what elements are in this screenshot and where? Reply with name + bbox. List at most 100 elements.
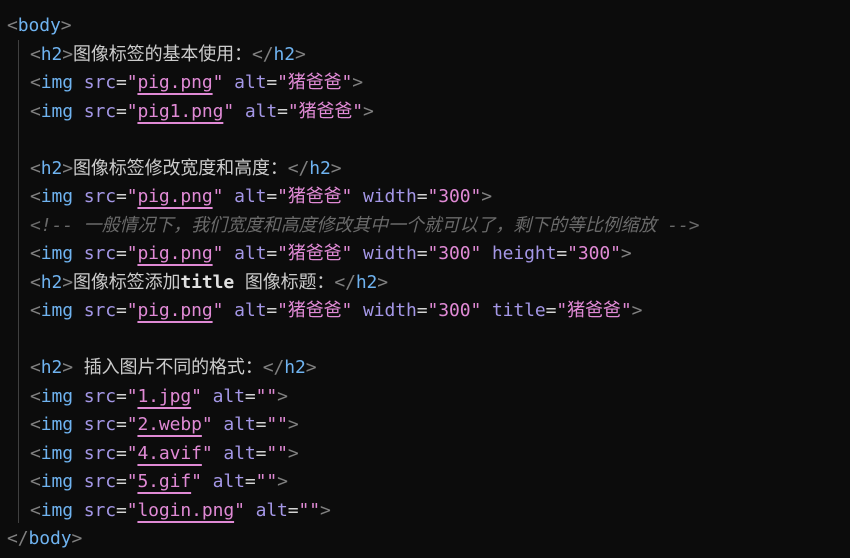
code-line-7[interactable]: <img src="pig.png" alt="猪爸爸" width="300"…	[7, 183, 492, 212]
code-line-8-comment[interactable]: <!-- 一般情况下，我们宽度和高度修改其中一个就可以了，剩下的等比例缩放 --…	[7, 212, 700, 241]
tag-close-bracket: >	[277, 471, 288, 492]
quote: "	[610, 243, 621, 264]
src-link[interactable]: 2.webp	[137, 414, 202, 435]
src-link[interactable]: 1.jpg	[137, 385, 192, 407]
tag-name: body	[28, 528, 72, 549]
alt-value: 猪爸爸	[287, 243, 342, 264]
quote: "	[427, 243, 439, 264]
space	[73, 72, 84, 93]
tag-name: img	[40, 442, 73, 464]
code-line-18[interactable]: <img src="login.png" alt="">	[7, 497, 331, 526]
tag-close-bracket: >	[71, 528, 83, 549]
quote: "	[341, 72, 353, 93]
attr-name: width	[363, 186, 417, 207]
tag-name: h2	[40, 43, 63, 65]
tag-close-bracket: >	[294, 43, 306, 65]
space	[213, 443, 224, 464]
quote: "	[620, 300, 632, 321]
quote: "	[277, 243, 288, 264]
space	[73, 414, 84, 435]
quote: "	[556, 300, 568, 321]
equals: =	[416, 300, 428, 321]
tag-open-bracket: </	[251, 43, 274, 65]
space	[245, 500, 256, 521]
code-line-10[interactable]: <h2>图像标签添加title 图像标题：</h2>	[7, 269, 388, 298]
quote: "	[201, 442, 213, 464]
quote: "	[126, 243, 138, 264]
src-link[interactable]: pig.png	[137, 243, 213, 264]
equals: =	[266, 186, 278, 207]
attr-name: src	[83, 100, 116, 122]
code-line-6[interactable]: <h2>图像标签修改宽度和高度：</h2>	[7, 155, 342, 184]
attr-name: src	[83, 499, 116, 521]
space	[73, 101, 84, 122]
tag-close-bracket: >	[363, 100, 374, 122]
tag-name: img	[40, 499, 73, 521]
src-link[interactable]: pig.png	[137, 300, 213, 321]
code-line-19[interactable]: </body>	[7, 525, 82, 554]
tag-name: h2	[40, 157, 63, 179]
attr-name: alt	[223, 414, 256, 435]
src-link[interactable]: login.png	[137, 499, 235, 521]
space	[73, 186, 84, 207]
code-line-16[interactable]: <img src="4.avif" alt="">	[7, 440, 299, 469]
code-line-14[interactable]: <img src="1.jpg" alt="">	[7, 383, 288, 412]
code-line-12-blank[interactable]	[7, 326, 30, 355]
tag-close-bracket: >	[287, 442, 299, 464]
quote: "	[126, 100, 138, 122]
equals: =	[266, 72, 278, 93]
tag-close-bracket: >	[60, 15, 72, 36]
tag-name: img	[40, 385, 73, 407]
src-link[interactable]: 4.avif	[137, 442, 202, 464]
space	[223, 300, 234, 321]
code-line-2[interactable]: <h2>图像标签的基本使用：</h2>	[7, 41, 306, 70]
quote: "	[191, 385, 202, 407]
equals: =	[115, 471, 127, 492]
space	[481, 243, 492, 264]
src-link[interactable]: 5.gif	[137, 471, 192, 492]
space	[73, 500, 84, 521]
src-link[interactable]: pig1.png	[137, 100, 224, 122]
attr-name: alt	[212, 385, 245, 407]
tag-close-bracket: >	[631, 300, 643, 321]
attr-name: title	[491, 300, 546, 321]
tag-name: h2	[309, 157, 331, 179]
code-line-15[interactable]: <img src="2.webp" alt="">	[7, 411, 299, 440]
equals: =	[255, 442, 267, 464]
tag-close-bracket: >	[330, 157, 342, 179]
tag-name: img	[40, 100, 73, 122]
space	[213, 414, 224, 435]
attr-name: src	[83, 414, 116, 435]
attr-name: width	[363, 300, 417, 321]
tag-name: img	[40, 243, 73, 264]
h2-text: 插入图片不同的格式：	[72, 357, 263, 378]
equals: =	[115, 300, 127, 321]
src-link[interactable]: pig.png	[137, 186, 213, 207]
equals: =	[287, 499, 299, 521]
attr-name: width	[363, 243, 417, 264]
code-line-9[interactable]: <img src="pig.png" alt="猪爸爸" width="300"…	[7, 240, 632, 269]
tag-name: h2	[40, 271, 63, 293]
equals: =	[115, 72, 127, 93]
width-value: 300	[438, 243, 471, 264]
title-value: 猪爸爸	[567, 300, 621, 321]
code-line-4[interactable]: <img src="pig1.png" alt="猪爸爸">	[7, 98, 374, 127]
quote: "	[266, 442, 278, 464]
code-line-11[interactable]: <img src="pig.png" alt="猪爸爸" width="300"…	[7, 297, 642, 326]
quote: "	[126, 300, 138, 321]
code-line-1[interactable]: <body>	[7, 12, 72, 41]
src-link[interactable]: pig.png	[137, 72, 213, 93]
code-line-5-blank[interactable]	[7, 126, 30, 155]
equals: =	[416, 243, 428, 264]
quote: "	[255, 385, 267, 407]
quote: "	[126, 72, 138, 93]
quote: "	[212, 186, 224, 207]
space	[234, 101, 245, 122]
code-line-17[interactable]: <img src="5.gif" alt="">	[7, 468, 288, 497]
code-line-13[interactable]: <h2> 插入图片不同的格式：</h2>	[7, 354, 317, 383]
code-line-3[interactable]: <img src="pig.png" alt="猪爸爸">	[7, 69, 363, 98]
space	[223, 72, 234, 93]
quote: "	[470, 300, 482, 321]
tag-open-bracket: <	[30, 243, 41, 264]
